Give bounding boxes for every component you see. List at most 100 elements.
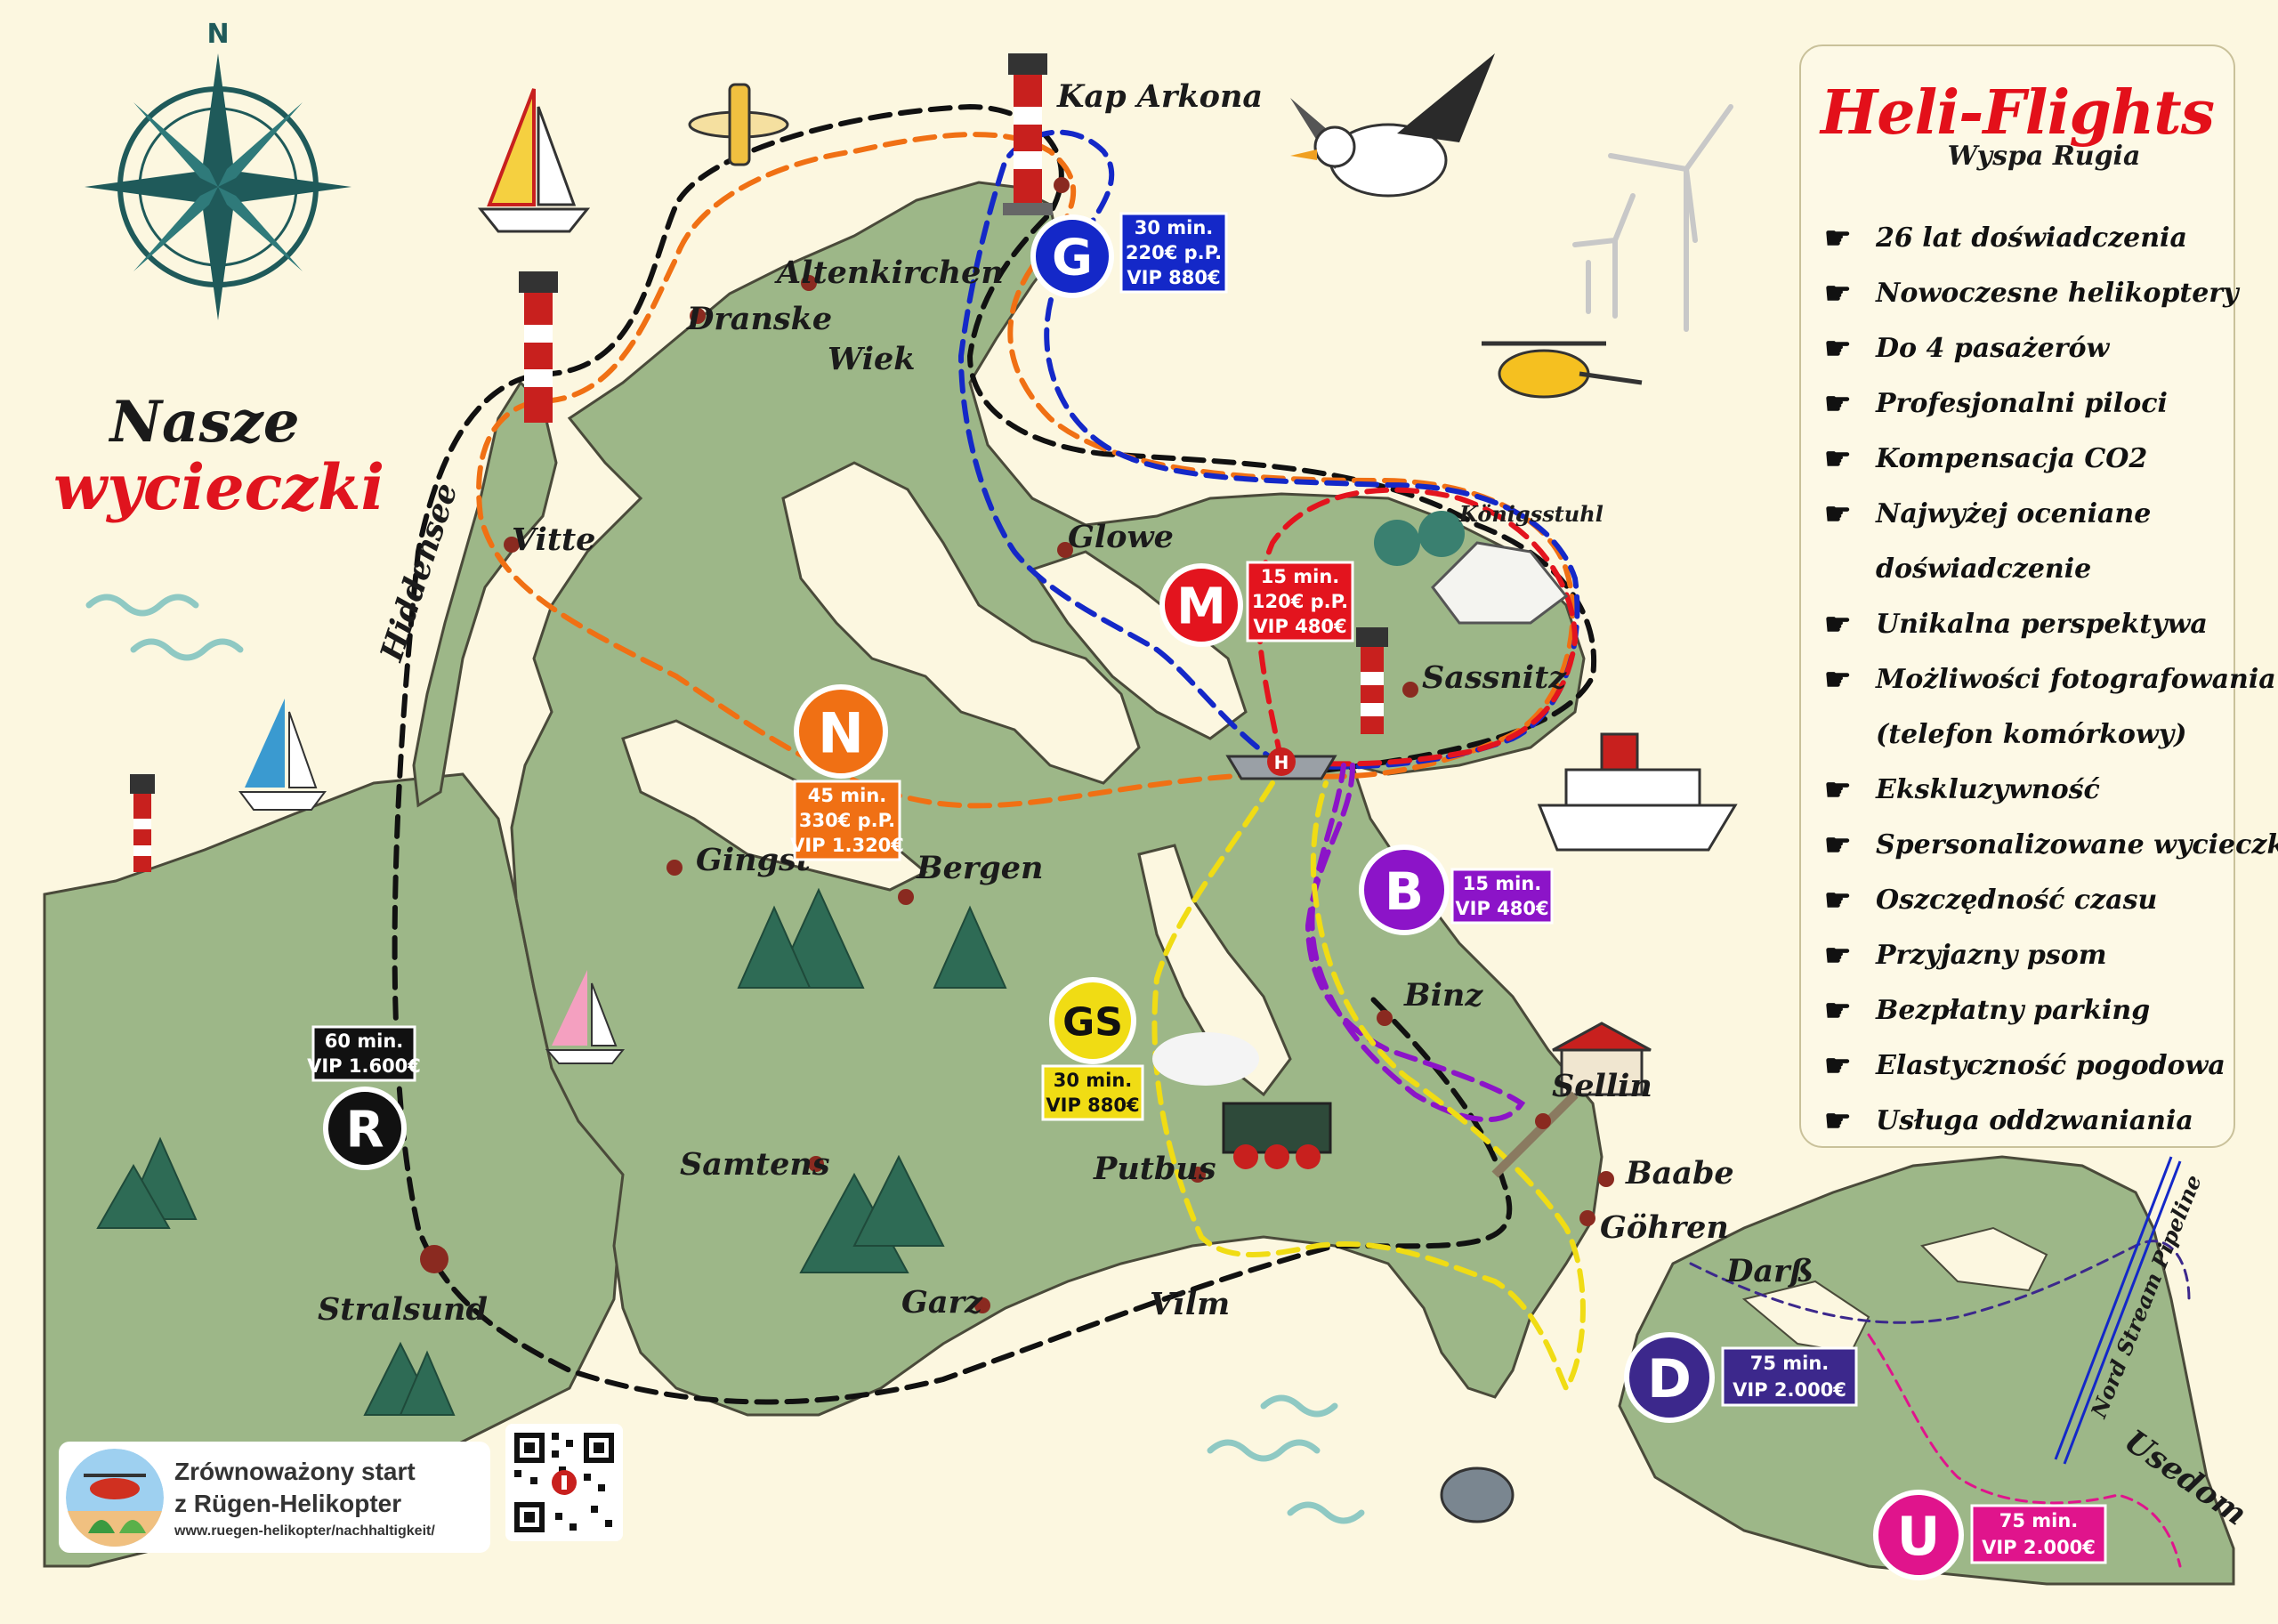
qr-code-icon bbox=[514, 1433, 614, 1532]
pointing-hand-icon: ☛ bbox=[1824, 772, 1852, 808]
feature-item: ☛Nowoczesne helikoptery bbox=[1824, 266, 2239, 321]
tour-m-letter: M bbox=[1176, 578, 1226, 636]
pier-icon bbox=[1491, 1022, 1652, 1178]
tour-d-marker[interactable]: D 75 min. VIP 2.000€ bbox=[1624, 1332, 1858, 1423]
sustainability-banner[interactable]: Zrównoważony start z Rügen-Helikopter ww… bbox=[59, 1442, 490, 1553]
bodden-water bbox=[781, 461, 1141, 785]
feature-item: ☛Kompensacja CO2 bbox=[1824, 432, 2234, 487]
route-u-line bbox=[1867, 1333, 2182, 1568]
eco-text-line-2: z Rügen-Helikopter bbox=[174, 1490, 402, 1517]
feature-text: Spersonalizowane wycieczki bbox=[1876, 829, 2278, 860]
tour-d-duration: 75 min. bbox=[1750, 1353, 1830, 1374]
pointing-hand-icon: ☛ bbox=[1824, 221, 1852, 256]
tour-n-vip: VIP 1.320€ bbox=[790, 835, 904, 856]
helicopter-icon bbox=[1482, 341, 1643, 399]
sailboat-icon bbox=[545, 970, 626, 1064]
label-darss: Darß bbox=[1725, 1253, 1814, 1289]
tour-b-letter: B bbox=[1385, 861, 1424, 922]
bodden-water-2 bbox=[1030, 550, 1248, 740]
pointing-hand-icon: ☛ bbox=[1824, 1103, 1852, 1139]
tour-m-marker[interactable]: M 15 min. 120€ p.P. VIP 480€ bbox=[1159, 561, 1354, 647]
pointing-hand-icon: ☛ bbox=[1824, 883, 1852, 918]
tour-m-box bbox=[1246, 561, 1354, 642]
tour-b-badge bbox=[1359, 844, 1450, 935]
tour-d-vip: VIP 2.000€ bbox=[1733, 1379, 1846, 1401]
brand-logo: Heli-Flights Wyspa Rugia bbox=[1801, 80, 2234, 172]
pointing-hand-icon: ☛ bbox=[1824, 1048, 1852, 1084]
label-konigsstuhl: Königsstuhl bbox=[1458, 501, 1603, 527]
pointing-hand-icon: ☛ bbox=[1824, 331, 1852, 367]
label-sellin: Sellin bbox=[1552, 1068, 1652, 1104]
feature-text: Usługa oddzwaniania bbox=[1876, 1105, 2193, 1136]
tour-gs-marker[interactable]: GS 30 min. VIP 880€ bbox=[1041, 977, 1144, 1121]
feature-text: Możliwości fotografowania bbox=[1876, 664, 2276, 695]
pointing-hand-icon: ☛ bbox=[1824, 441, 1852, 477]
label-glowe: Glowe bbox=[1068, 519, 1174, 555]
label-putbus: Putbus bbox=[1093, 1151, 1216, 1187]
tour-gs-duration: 30 min. bbox=[1054, 1070, 1133, 1091]
tour-d-box bbox=[1721, 1346, 1858, 1407]
tour-b-marker[interactable]: B 15 min. VIP 480€ bbox=[1359, 844, 1554, 935]
feature-item: ☛Do 4 pasażerów bbox=[1824, 321, 2234, 376]
bodden-water-4 bbox=[1137, 844, 1292, 1097]
label-gohren: Göhren bbox=[1600, 1209, 1729, 1246]
pointing-hand-icon: ☛ bbox=[1824, 662, 1852, 698]
seagull-icon bbox=[1290, 53, 1495, 198]
tour-n-duration: 45 min. bbox=[808, 785, 887, 806]
tour-m-price: 120€ p.P. bbox=[1252, 591, 1348, 612]
label-dranske: Dranske bbox=[686, 301, 832, 337]
tour-g-marker[interactable]: G 30 min. 220€ p.P. VIP 880€ bbox=[1030, 212, 1228, 298]
tour-r-box bbox=[311, 1025, 416, 1082]
lighthouse-icon bbox=[519, 271, 558, 423]
brand-name: Heli-Flights bbox=[1820, 77, 2215, 149]
cruise-ship-icon bbox=[1537, 732, 1738, 852]
feature-item: ☛ Ekskluzywność bbox=[1824, 763, 2234, 818]
feature-item: ☛Spersonalizowane wycieczki bbox=[1824, 818, 2278, 873]
eco-helicopter-logo bbox=[66, 1449, 164, 1547]
tour-r-badge bbox=[323, 1087, 407, 1170]
svg-text:H: H bbox=[1274, 752, 1289, 773]
label-gingst: Gingst bbox=[696, 842, 811, 878]
feature-item: ☛Profesjonalni piloci bbox=[1824, 376, 2234, 432]
label-vilm: Vilm bbox=[1150, 1286, 1230, 1322]
feature-item: ☛ Usługa oddzwaniania bbox=[1824, 1094, 2234, 1149]
label-samtens: Samtens bbox=[680, 1146, 830, 1183]
sailboat-icon bbox=[477, 88, 591, 233]
tour-n-box bbox=[793, 780, 901, 861]
inset-water bbox=[1741, 1226, 2048, 1354]
tour-n-marker[interactable]: N 45 min. 330€ p.P. VIP 1.320€ bbox=[790, 684, 904, 861]
route-d-line bbox=[1689, 1240, 2191, 1324]
feature-item: ☛Możliwości fotografowania(telefon komór… bbox=[1824, 652, 2276, 763]
svg-text:N: N bbox=[206, 19, 229, 50]
sea-waves bbox=[85, 594, 1365, 1524]
feature-text: Unikalna perspektywa bbox=[1876, 609, 2208, 640]
title-line-2: wycieczki bbox=[53, 450, 385, 524]
tour-n-letter: N bbox=[818, 701, 864, 766]
tour-u-marker[interactable]: U 75 min. VIP 2.000€ bbox=[1873, 1490, 2107, 1580]
pointing-hand-icon: ☛ bbox=[1824, 938, 1852, 974]
info-panel: Heli-Flights Wyspa Rugia ☛26 lat doświad… bbox=[1799, 44, 2278, 1149]
tour-n-badge bbox=[794, 684, 888, 779]
feature-item: ☛Unikalna perspektywa bbox=[1824, 597, 2234, 652]
tour-g-letter: G bbox=[1052, 230, 1093, 287]
feature-item: ☛Przyjazny psom bbox=[1824, 928, 2234, 983]
eco-url-link[interactable]: www.ruegen-helikopter/nachhaltigkeit/ bbox=[174, 1523, 435, 1539]
label-garz: Garz bbox=[901, 1284, 983, 1321]
label-sassnitz: Sassnitz bbox=[1422, 659, 1567, 696]
feature-text: Ekskluzywność bbox=[1876, 774, 2100, 805]
label-wiek: Wiek bbox=[828, 341, 916, 377]
tour-r-letter: R bbox=[345, 1102, 384, 1159]
tour-u-letter: U bbox=[1897, 1506, 1941, 1568]
tour-r-marker[interactable]: 60 min. VIP 1.600€ R bbox=[307, 1025, 421, 1170]
tour-m-duration: 15 min. bbox=[1261, 566, 1340, 587]
tour-r-duration: 60 min. bbox=[325, 1030, 404, 1052]
qr-code[interactable] bbox=[505, 1424, 623, 1541]
tour-m-vip: VIP 480€ bbox=[1253, 616, 1346, 637]
seal-icon bbox=[1440, 1466, 1515, 1523]
tour-d-letter: D bbox=[1647, 1348, 1692, 1410]
tour-g-price: 220€ p.P. bbox=[1126, 242, 1222, 263]
page-title: Nasze wycieczki bbox=[53, 389, 385, 524]
title-line-1: Nasze bbox=[109, 389, 300, 456]
